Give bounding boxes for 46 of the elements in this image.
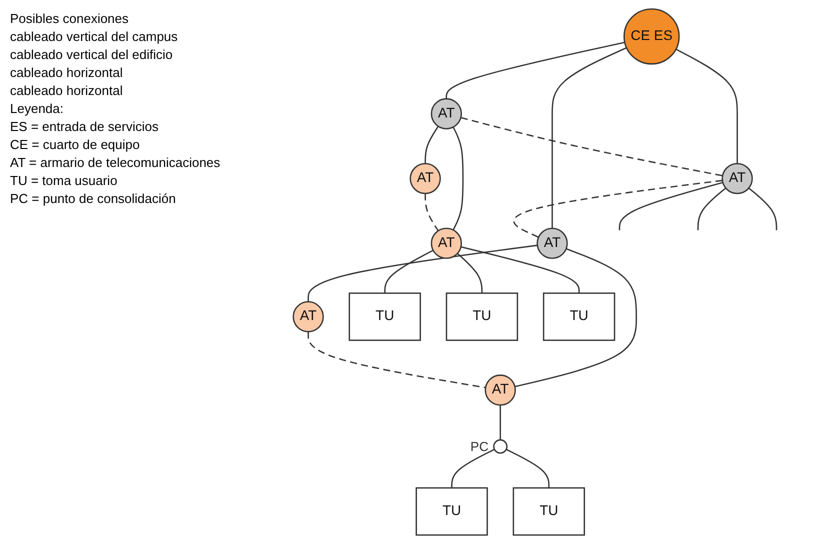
connector: [460, 116, 723, 176]
connector: [424, 194, 439, 232]
connector: [618, 182, 724, 230]
note-text: Leyenda:: [10, 101, 64, 116]
note-text: Posibles conexiones: [10, 11, 130, 26]
note-text: cableado horizontal: [10, 65, 124, 80]
node-circle: AT: [292, 301, 324, 332]
connector: [308, 244, 538, 302]
connector: [513, 180, 723, 238]
node-circle: AT: [484, 374, 516, 406]
node-circle: AT: [536, 228, 568, 259]
note-text: cableado vertical del edificio: [10, 47, 174, 62]
connector: [452, 126, 464, 230]
connector: [451, 448, 495, 488]
node-box: TU: [416, 487, 488, 536]
note-text: CE = cuarto de equipo: [10, 137, 141, 152]
node-circle: AT: [410, 162, 441, 194]
connector: [676, 48, 738, 164]
connector: [552, 47, 627, 228]
connector: [460, 246, 580, 294]
note-text: TU = toma usuario: [10, 173, 118, 188]
connector: [424, 126, 439, 164]
node-circle: AT: [722, 162, 753, 194]
connector: [697, 188, 726, 230]
node-box: TU: [446, 292, 518, 341]
node-circle: AT: [430, 228, 462, 259]
node-box: TU: [348, 292, 421, 341]
note-text: ES = entrada de servicios: [10, 119, 160, 134]
connector: [308, 332, 486, 388]
note-text: cableado vertical del campus: [10, 29, 179, 44]
node-caption: PC: [470, 438, 489, 454]
note-text: AT = armario de telecomunicaciones: [10, 155, 222, 170]
node-circle: CE ES: [623, 8, 680, 65]
node-box: TU: [542, 292, 616, 341]
connector: [506, 448, 550, 488]
connector: [384, 250, 434, 294]
connector: [514, 248, 637, 388]
connector: [457, 252, 483, 294]
connector: [500, 405, 501, 440]
connector: [446, 42, 625, 99]
node-box: TU: [512, 487, 585, 536]
node-circle: [493, 439, 508, 454]
node-circle: AT: [430, 98, 462, 130]
note-text: PC = punto de consolidación: [10, 191, 177, 206]
note-text: cableado horizontal: [10, 83, 124, 98]
connector: [748, 188, 778, 230]
